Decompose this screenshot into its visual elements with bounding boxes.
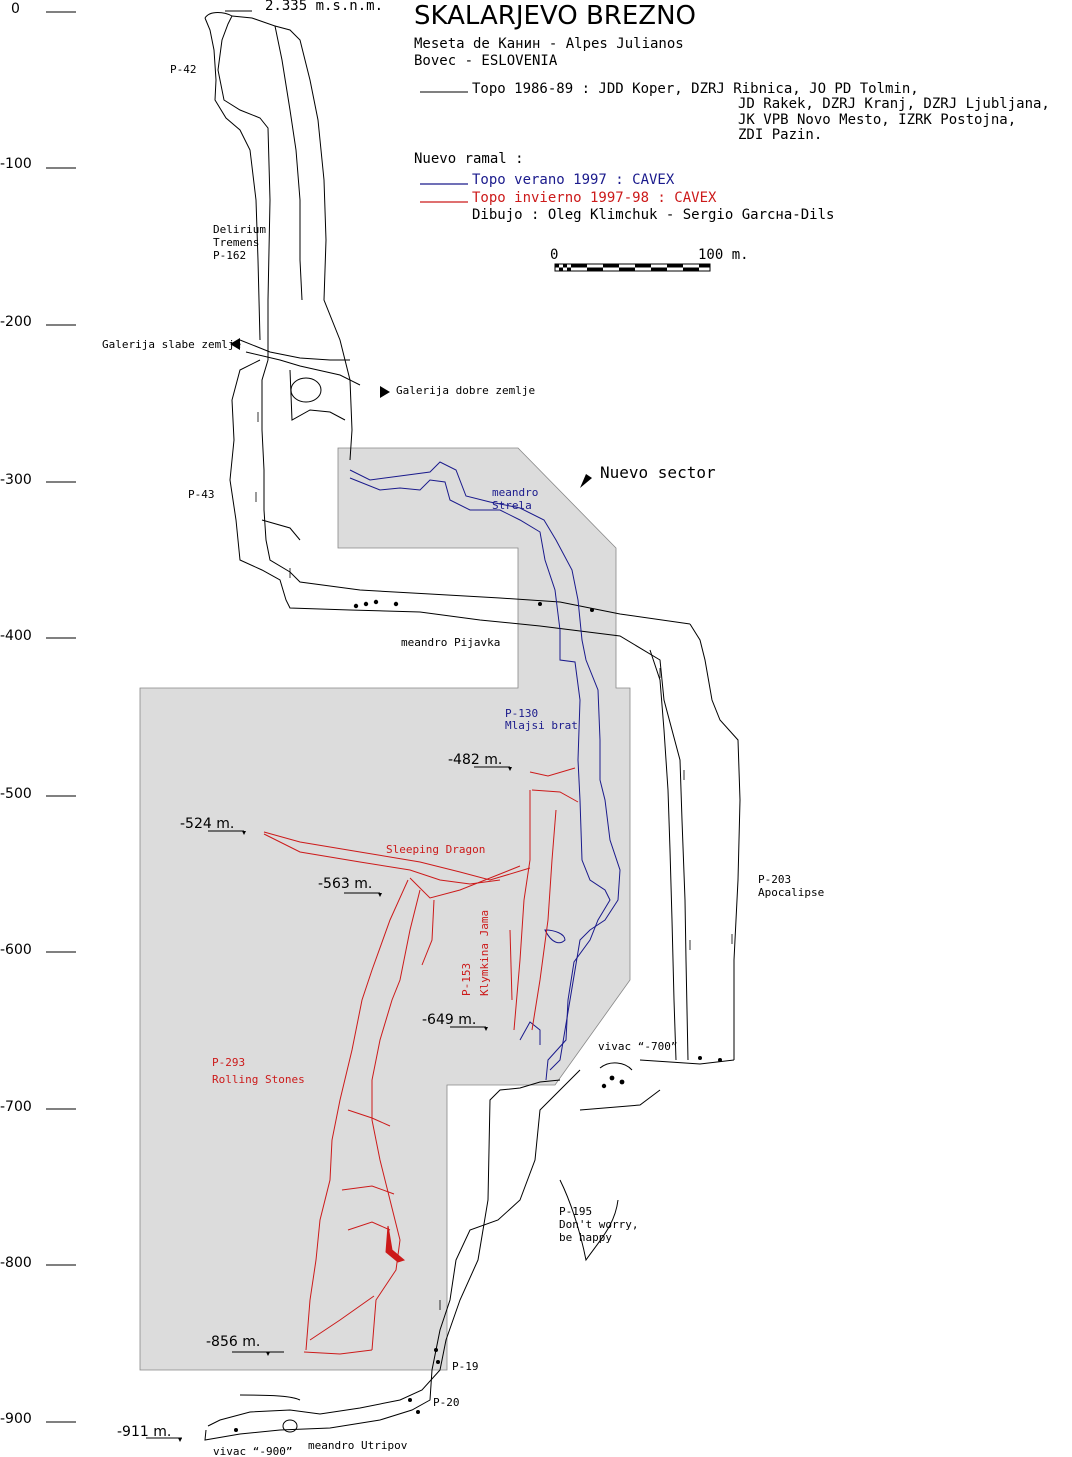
label-nuevo-sector: Nuevo sector — [600, 463, 716, 482]
label-sleeping-dragon: Sleeping Dragon — [386, 843, 485, 856]
label-meandro-utripov: meandro Utripov — [308, 1439, 408, 1452]
survey-red — [263, 767, 579, 1355]
label-delirium-2: Tremens — [213, 236, 259, 249]
depth-ruler: 0 -100 -200 -300 -400 -500 -600 -700 -80… — [0, 1, 76, 1427]
label-delirium-3: P-162 — [213, 249, 246, 262]
label-p153-1: P-153 — [460, 963, 473, 996]
depth-tick-label: -200 — [0, 314, 32, 330]
depth-mark-911: -911 m. — [117, 1424, 171, 1440]
label-delirium-1: Delirium — [213, 223, 266, 236]
survey-black-details — [230, 338, 722, 1432]
label-p195-1: P-195 — [559, 1205, 592, 1218]
label-p293-1: P-293 — [212, 1056, 245, 1069]
depth-tick-label: 0 — [11, 1, 20, 17]
label-p19: P-19 — [452, 1360, 479, 1373]
feature-labels: P-42 Delirium Tremens P-162 Galerija sla… — [102, 63, 824, 1457]
survey-blue — [349, 461, 621, 1081]
legend-topo-blue: Topo verano 1997 : CAVEX — [472, 172, 675, 188]
label-meandro-strela-1: meandro — [492, 486, 538, 499]
scale-end-label: 100 m. — [698, 247, 749, 263]
depth-mark-524: -524 m. — [180, 816, 234, 832]
label-p42: P-42 — [170, 63, 197, 76]
red-thick-segment — [385, 1225, 406, 1263]
label-p203-1: P-203 — [758, 873, 791, 886]
scale-start-label: 0 — [550, 247, 558, 263]
label-p20: P-20 — [433, 1396, 460, 1409]
label-meandro-strela-2: Strela — [492, 499, 532, 512]
entrance-altitude: 2.335 m.s.n.m. — [265, 0, 383, 14]
drop-arrows — [255, 412, 733, 1310]
label-p195-2: Don't worry, — [559, 1218, 638, 1231]
label-p153-2: Klymkina Jama — [478, 910, 491, 996]
legend-topo-red: Topo invierno 1997-98 : CAVEX — [472, 190, 717, 206]
legend-drawing-credit: Dibujo : Oleg Klimchuk - Sergio Garcнa-D… — [472, 207, 834, 223]
label-p43: P-43 — [188, 488, 215, 501]
legend-topo-black-1: Topo 1986-89 : JDD Koper, DZRJ Ribnica, … — [472, 81, 919, 97]
legend-topo-black-4: ZDI Pazin. — [738, 127, 822, 143]
legend-topo-black-2: JD Rakek, DZRJ Kranj, DZRJ Ljubljana, — [738, 96, 1050, 112]
title-block: SKALARJEVO BREZNO Meseta de Kaнин - Alpe… — [414, 1, 696, 69]
label-galerija-dobre: Galerija dobre zemlje — [396, 384, 535, 397]
scale-bar: 0 100 m. — [550, 247, 749, 272]
legend: Topo 1986-89 : JDD Koper, DZRJ Ribnica, … — [414, 81, 1050, 223]
depth-tick-label: -500 — [0, 786, 32, 802]
label-p203-2: Apocalipse — [758, 886, 824, 899]
map-subtitle-2: Bovec - ESLOVENIA — [414, 53, 558, 69]
depth-mark-563: -563 m. — [318, 876, 372, 892]
new-sector-area — [139, 447, 631, 1371]
depth-tick-label: -900 — [0, 1411, 32, 1427]
legend-nuevo-ramal: Nuevo ramal : — [414, 151, 524, 167]
label-p195-3: be happy — [559, 1231, 612, 1244]
label-vivac-900: vivac “-900” — [213, 1445, 292, 1457]
label-galerija-slabe: Galerija slabe zemlje — [102, 338, 241, 351]
label-p130-1: P-130 — [505, 707, 538, 720]
depth-tick-label: -400 — [0, 628, 32, 644]
depth-mark-482: -482 m. — [448, 752, 502, 768]
depth-tick-label: -300 — [0, 472, 32, 488]
survey-black — [204, 12, 741, 1441]
label-p130-2: Mlajsi brat — [505, 719, 578, 732]
depth-tick-label: -100 — [0, 156, 32, 172]
depth-tick-label: -700 — [0, 1099, 32, 1115]
legend-topo-black-3: JK VPB Novo Mesto, IZRK Postojna, — [738, 112, 1016, 128]
depth-tick-label: -800 — [0, 1255, 32, 1271]
depth-marks: -482 m. -524 m. -563 m. -649 m. -856 m. … — [117, 752, 512, 1442]
label-p293-2: Rolling Stones — [212, 1073, 305, 1086]
map-subtitle-1: Meseta de Kaнин - Alpes Julianos — [414, 36, 684, 52]
depth-mark-856: -856 m. — [206, 1334, 260, 1350]
map-title: SKALARJEVO BREZNO — [414, 1, 696, 31]
label-meandro-pijavka: meandro Pijavka — [401, 636, 500, 649]
depth-mark-649: -649 m. — [422, 1012, 476, 1028]
depth-tick-label: -600 — [0, 942, 32, 958]
label-vivac-700: vivac “-700” — [598, 1040, 677, 1053]
